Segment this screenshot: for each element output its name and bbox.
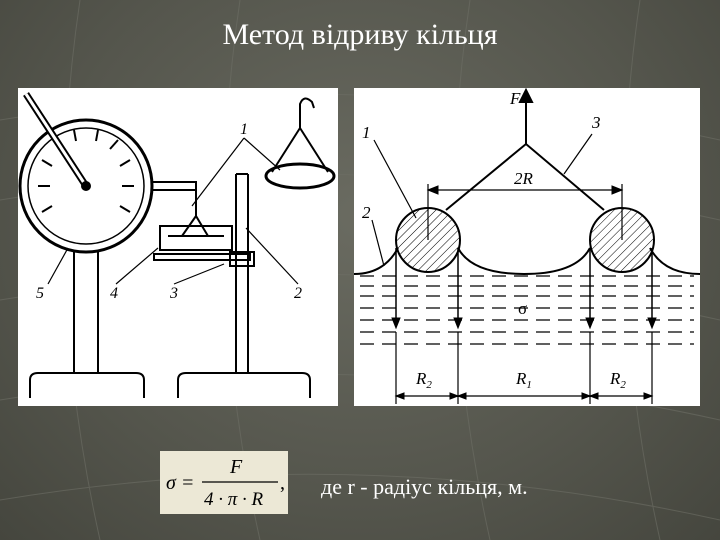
- formula-caption: де r - радіус кільця, м.: [321, 474, 528, 499]
- ring-label-1: 1: [362, 123, 371, 142]
- r2-right-label: R2: [609, 369, 626, 391]
- r1-label: R1: [515, 369, 532, 391]
- r2-left-label: R2: [415, 369, 432, 391]
- apparatus-drawing: 1 5 4 3 2: [18, 92, 336, 398]
- formula-denominator: 4 · π · R: [204, 489, 264, 510]
- diameter-label: 2R: [514, 169, 534, 188]
- apparatus-label-3: 3: [169, 285, 178, 302]
- surface-tension-formula: σ = F 4 · π · R ,: [166, 456, 285, 510]
- ring-detail-figure: F 1 2 3 2R σ R2 R1 R2: [354, 88, 700, 406]
- sigma-label: σ: [518, 299, 527, 318]
- apparatus-figure: 1 5 4 3 2: [18, 88, 338, 406]
- apparatus-label-5: 5: [36, 285, 44, 302]
- ring-label-3: 3: [591, 113, 601, 132]
- apparatus-label-2: 2: [294, 285, 302, 302]
- formula-box: σ = F 4 · π · R ,: [160, 451, 288, 514]
- formula-lhs: σ =: [166, 472, 194, 494]
- ring-label-2: 2: [362, 203, 371, 222]
- apparatus-label-1: 1: [240, 121, 248, 138]
- ring-detail-drawing: F 1 2 3 2R σ R2 R1 R2: [354, 88, 700, 404]
- slide-title: Метод відриву кільця: [222, 18, 498, 51]
- formula-trail: ,: [280, 472, 285, 494]
- dial-inner: [27, 127, 145, 245]
- force-label: F: [509, 89, 521, 108]
- formula-numerator: F: [229, 456, 243, 478]
- apparatus-label-4: 4: [110, 285, 118, 302]
